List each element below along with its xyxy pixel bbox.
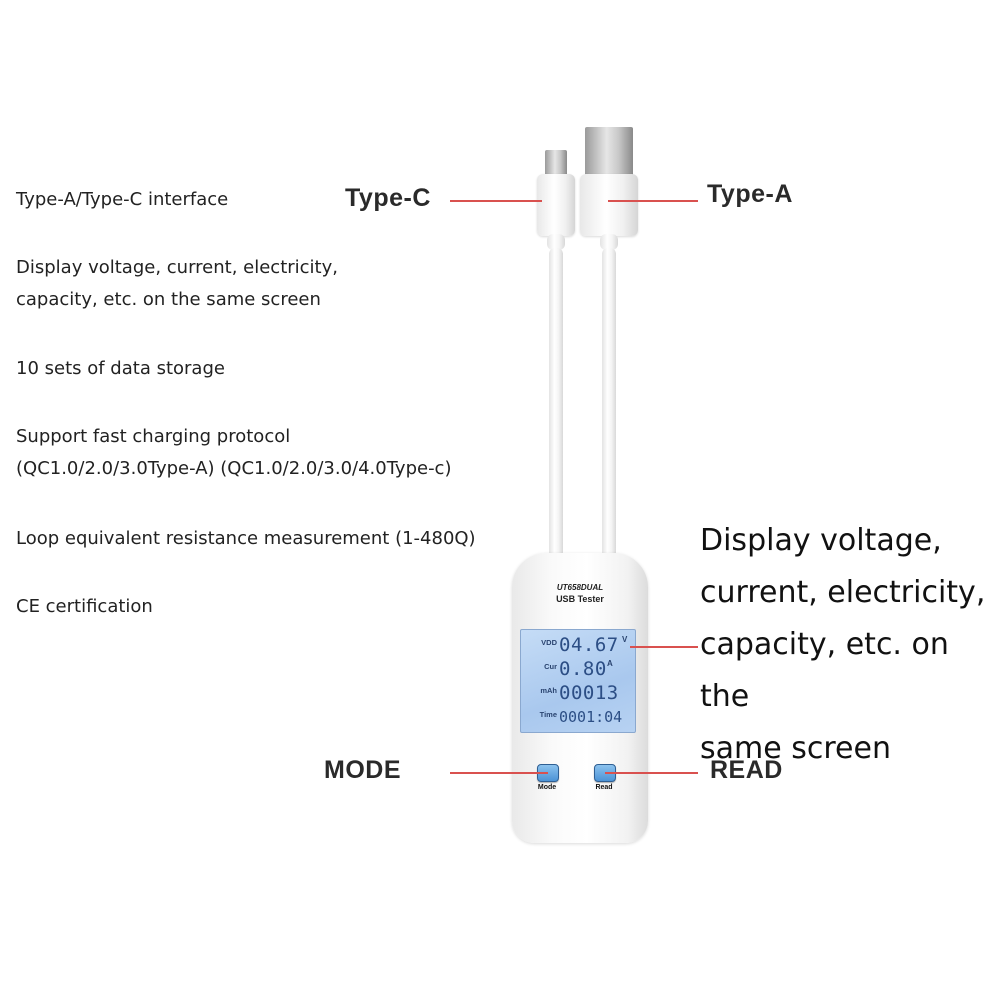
usb-a-connector <box>585 127 633 177</box>
lcd-value: 04.67 <box>559 634 619 656</box>
lcd-row-capacity: mAh 00013 <box>521 682 635 706</box>
lcd-row-time: Time 0001:04 <box>521 706 635 730</box>
lcd-value: 0001:04 <box>559 708 623 726</box>
display-description: Display voltage, current, electricity, c… <box>700 515 1000 775</box>
lcd-value: 00013 <box>559 682 619 704</box>
description-line: current, electricity, <box>700 575 986 610</box>
lcd-label: Time <box>539 710 557 719</box>
lcd-label: Cur <box>544 662 557 671</box>
usb-a-strain-relief <box>600 234 618 250</box>
feature-line: Type-A/Type-C interface <box>16 189 229 210</box>
leader-line-mode <box>450 772 548 774</box>
lcd-label: VDD <box>541 638 557 647</box>
lcd-unit: V <box>622 635 628 644</box>
lcd-label: mAh <box>540 686 557 695</box>
feature-line: (QC1.0/2.0/3.0Type-A) (QC1.0/2.0/3.0/4.0… <box>16 458 452 479</box>
usb-tester-device: UT658DUAL USB Tester VDD 04.67 V Cur 0.8… <box>512 553 648 843</box>
device-name-label: USB Tester <box>556 594 604 604</box>
lcd-unit: A <box>607 659 613 668</box>
usb-c-plug-body <box>537 174 575 236</box>
leader-line-read <box>605 772 698 774</box>
feature-line: CE certification <box>16 596 153 617</box>
usb-c-cord <box>549 248 563 558</box>
callout-type-a: Type-A <box>707 180 793 208</box>
model-label: UT658DUAL <box>556 583 604 592</box>
leader-line-display <box>630 646 698 648</box>
feature-resistance: Loop equivalent resistance measurement (… <box>16 523 476 555</box>
leader-line-type-a <box>608 200 698 202</box>
feature-storage: 10 sets of data storage <box>16 353 225 385</box>
description-line: Display voltage, <box>700 523 942 558</box>
mode-button-label: Mode <box>537 784 557 791</box>
lcd-row-voltage: VDD 04.67 V <box>521 634 635 658</box>
feature-line: capacity, etc. on the same screen <box>16 289 321 310</box>
usb-a-cord <box>602 248 616 558</box>
feature-line: Display voltage, current, electricity, <box>16 257 338 278</box>
callout-read: READ <box>710 756 783 784</box>
lcd-screen: VDD 04.67 V Cur 0.80 A mAh 00013 Time 00… <box>520 629 636 733</box>
usb-c-strain-relief <box>547 234 565 250</box>
feature-fast-charging: Support fast charging protocol (QC1.0/2.… <box>16 421 451 485</box>
leader-line-type-c <box>450 200 542 202</box>
feature-line: Support fast charging protocol <box>16 426 291 447</box>
feature-interface: Type-A/Type-C interface <box>16 184 228 216</box>
feature-display: Display voltage, current, electricity, c… <box>16 252 338 316</box>
callout-mode: MODE <box>324 756 401 784</box>
feature-ce: CE certification <box>16 591 153 623</box>
usb-c-connector <box>545 150 567 176</box>
description-line: same screen <box>700 731 891 766</box>
feature-line: Loop equivalent resistance measurement (… <box>16 528 476 549</box>
callout-type-c: Type-C <box>345 184 431 212</box>
lcd-value: 0.80 <box>559 658 607 680</box>
description-line: capacity, etc. on the <box>700 627 949 714</box>
feature-line: 10 sets of data storage <box>16 358 225 379</box>
lcd-row-current: Cur 0.80 A <box>521 658 635 682</box>
read-button-label: Read <box>595 784 613 791</box>
usb-a-plug-body <box>580 174 638 236</box>
